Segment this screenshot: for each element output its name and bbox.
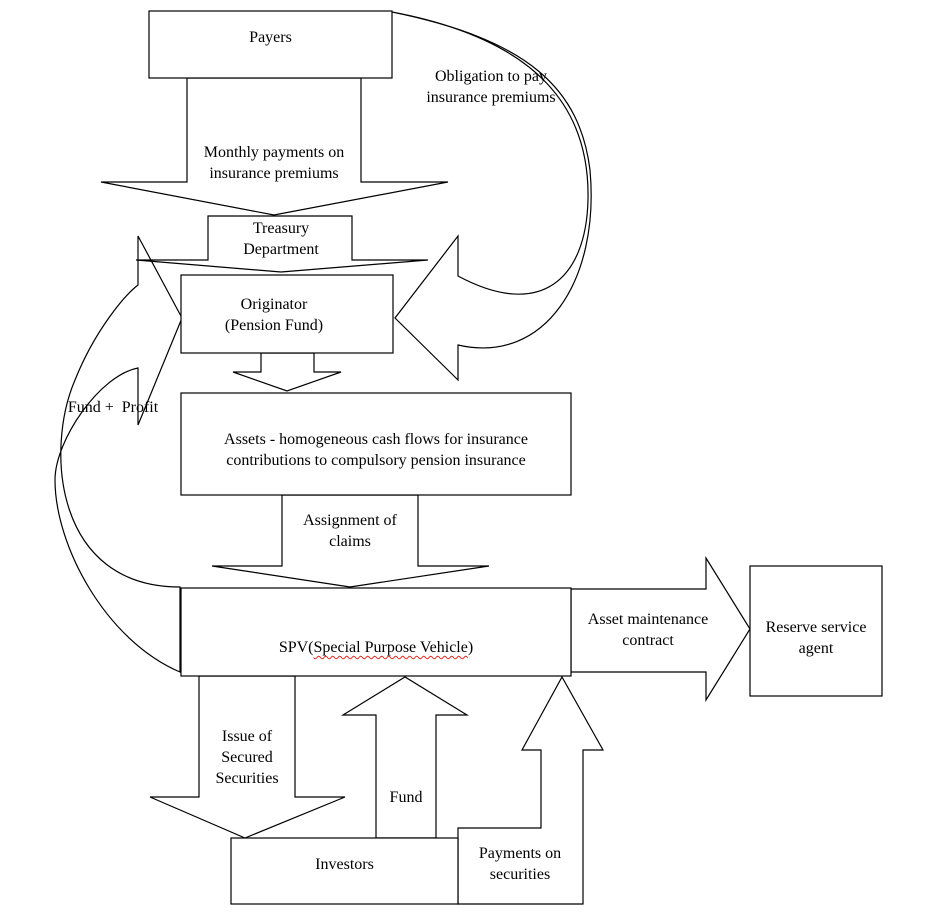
investors-label: Investors — [315, 856, 374, 873]
asset-maintenance-label: Asset maintenance contract — [587, 611, 709, 649]
assignment-arrow — [211, 494, 490, 588]
investors-box — [230, 837, 459, 905]
spv-suffix: ) — [467, 639, 474, 656]
treasury-arrow — [135, 215, 429, 273]
payers-box — [148, 10, 393, 79]
assignment-label: Assignment of claims — [303, 512, 397, 550]
fund-profit-curved-arrow — [54, 235, 183, 673]
issue-securities-label: Issue of Secured Securities — [215, 728, 279, 787]
originator-assets-arrow — [232, 352, 342, 392]
originator-label: Originator (Pension Fund) — [224, 296, 324, 334]
assets-label: Assets - homogeneous cash flows for insu… — [224, 431, 528, 469]
fund-profit-label: Fund + Profit — [67, 399, 159, 416]
originator-box — [180, 274, 394, 354]
spv-prefix: SPV( — [278, 639, 314, 656]
spv-name: Special Purpose Vehicle — [313, 639, 468, 656]
issue-securities-arrow — [149, 675, 346, 839]
obligation-label: Obligation to pay insurance premiums — [426, 68, 556, 106]
payments-arrow — [457, 675, 605, 905]
spv-box — [180, 587, 572, 677]
spv-label: SPV(Special Purpose Vehicle) — [181, 637, 571, 658]
payments-label: Payments on securities — [478, 845, 562, 883]
assets-box — [180, 392, 572, 496]
monthly-payments-arrow — [100, 77, 449, 216]
monthly-payments-label: Monthly payments on insurance premiums — [203, 144, 345, 182]
obligation-curved-arrow — [391, 11, 592, 382]
fund-arrow — [340, 676, 470, 839]
treasury-label: Treasury Department — [243, 220, 319, 258]
reserve-agent-box — [749, 565, 883, 697]
fund-label: Fund — [389, 789, 423, 806]
payers-label: Payers — [249, 29, 292, 46]
reserve-agent-label: Reserve service agent — [765, 619, 867, 657]
asset-maintenance-arrow — [570, 555, 751, 703]
